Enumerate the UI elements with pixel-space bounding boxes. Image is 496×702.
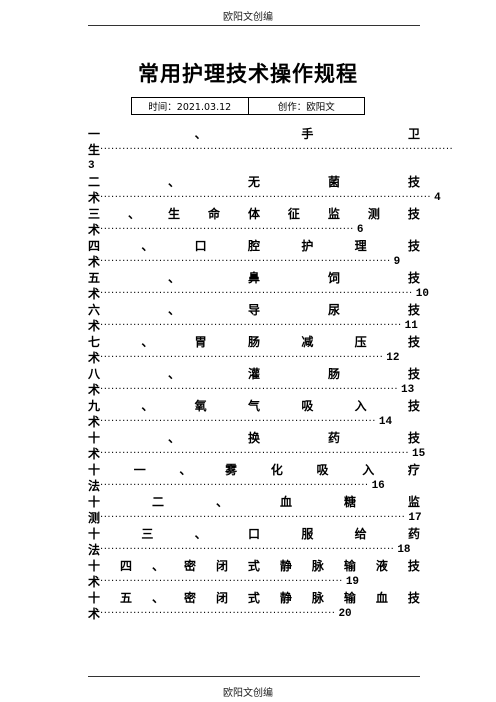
toc-entry-label: 二、无菌技 xyxy=(88,175,420,189)
toc-entry: 十一、雾化吸入疗法·······························… xyxy=(88,463,420,493)
toc-page-number: 20 xyxy=(338,608,352,620)
dot-leader: ········································… xyxy=(100,544,395,555)
dot-leader: ········································… xyxy=(100,288,413,299)
toc-page-number: 16 xyxy=(371,480,385,492)
toc-entry-label: 一、手卫 xyxy=(88,127,420,141)
toc-entry: 三、生命体征监测技术······························… xyxy=(88,207,420,237)
toc-entry: 四、口腔护理技术································… xyxy=(88,239,420,269)
dot-leader: ········································… xyxy=(100,224,354,235)
toc-entry: 十二、血糖监测·································… xyxy=(88,495,422,525)
toc-entry: 八、灌肠技术··································… xyxy=(88,367,420,397)
toc-entry-label: 十三、口服给药 xyxy=(88,527,420,541)
dot-leader: ········································… xyxy=(100,448,410,459)
toc-entry-label: 九、氧气吸入技 xyxy=(88,399,420,413)
header-divider xyxy=(88,25,420,26)
toc-page-number: 12 xyxy=(386,352,400,364)
dot-leader: ········································… xyxy=(100,384,398,395)
toc-page-number: 14 xyxy=(378,416,393,428)
page-footer: 欧阳文创编 xyxy=(223,688,273,699)
meta-time: 时间：2021.03.12 xyxy=(148,102,232,113)
dot-leader: ········································… xyxy=(100,256,391,267)
toc-page-number: 9 xyxy=(393,256,401,268)
toc-entry-label: 十二、血糖监 xyxy=(88,495,420,509)
meta-author: 创作：欧阳文 xyxy=(247,98,365,114)
dot-leader: ········································… xyxy=(100,512,406,523)
dot-leader: ········································… xyxy=(100,480,369,491)
toc-entry: 一、手卫生···································… xyxy=(88,127,454,172)
toc-entry: 九、氧气吸入技术································… xyxy=(88,399,420,429)
dot-leader: ········································… xyxy=(100,144,454,155)
toc-page-number: 13 xyxy=(401,384,415,396)
meta-table: 时间：2021.03.12 创作：欧阳文 xyxy=(131,97,365,115)
dot-leader: ········································… xyxy=(100,320,402,331)
toc-entry: 五、鼻饲技术··································… xyxy=(88,271,429,301)
page-header: 欧阳文创编 xyxy=(223,12,273,23)
toc-page-number: 17 xyxy=(408,512,422,524)
toc-entry-label: 八、灌肠技 xyxy=(88,367,420,381)
toc-entry-label: 十四、密闭式静脉输液技 xyxy=(88,559,420,573)
toc-entry: 十五、密闭式静脉输血技术····························… xyxy=(88,591,420,621)
toc-entry: 十四、密闭式静脉输液技术····························… xyxy=(88,559,420,589)
document-title: 常用护理技术操作规程 xyxy=(138,62,358,86)
toc-entry: 六、导尿技术··································… xyxy=(88,303,420,333)
footer-divider xyxy=(88,676,420,677)
toc-page-number: 6 xyxy=(356,224,364,236)
dot-leader: ········································… xyxy=(100,576,343,587)
toc-entry-label: 十一、雾化吸入疗 xyxy=(88,463,420,477)
toc-entry: 二、无菌技术··································… xyxy=(88,175,441,205)
toc-page-number: 19 xyxy=(345,576,360,588)
toc-entry-label: 六、导尿技 xyxy=(88,303,420,317)
toc-entry-label: 五、鼻饲技 xyxy=(88,271,420,285)
toc-page-number: 18 xyxy=(397,544,411,556)
toc-entry-label: 三、生命体征监测技 xyxy=(88,207,420,221)
toc-entry-label: 七、胃肠减压技 xyxy=(88,335,420,349)
dot-leader: ········································… xyxy=(100,192,432,203)
toc-entry-label: 四、口腔护理技 xyxy=(88,239,420,253)
toc-entry-label: 十、换药技 xyxy=(88,431,420,445)
toc-page-number: 10 xyxy=(415,288,429,300)
toc-entry-label: 十五、密闭式静脉输血技 xyxy=(88,591,420,605)
toc-entry: 七、胃肠减压技术································… xyxy=(88,335,420,365)
toc-entry: 十三、口服给药法································… xyxy=(88,527,420,557)
dot-leader: ········································… xyxy=(100,352,384,363)
toc-page-number: 15 xyxy=(412,448,426,460)
toc-page-number: 3 xyxy=(88,160,95,172)
toc-page-number: 11 xyxy=(404,320,418,332)
dot-leader: ········································… xyxy=(100,416,376,427)
toc-entry: 十、换药技术··································… xyxy=(88,431,426,461)
toc-page-number: 4 xyxy=(434,192,441,204)
dot-leader: ········································… xyxy=(100,608,336,619)
table-of-contents: 一、手卫生···································… xyxy=(88,126,454,622)
